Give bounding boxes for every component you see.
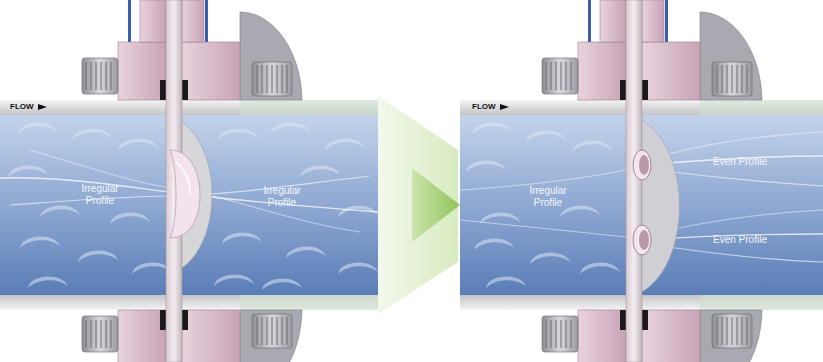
transition-arrow xyxy=(378,96,460,314)
flow-label: FLOW xyxy=(472,102,502,111)
profile-label: Irregular Profile xyxy=(70,183,130,206)
orifice-single-hole xyxy=(0,0,378,362)
profile-label: Irregular Profile xyxy=(252,185,312,208)
profile-label: Irregular Profile xyxy=(518,185,578,208)
orifice-multi-hole xyxy=(460,0,823,362)
profile-label: Even Profile xyxy=(698,234,782,246)
flow-label: FLOW xyxy=(10,102,40,111)
profile-label: Even Profile xyxy=(698,156,782,168)
